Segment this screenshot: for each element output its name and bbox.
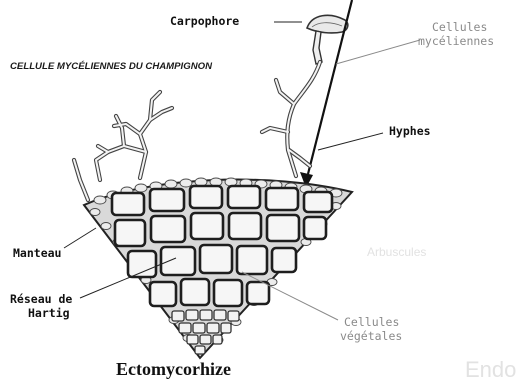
inner-small-cells: [172, 310, 239, 354]
label-reseau-line2: Hartig: [28, 306, 70, 320]
label-cellules-vegetales-line1: Cellules: [344, 315, 399, 329]
label-carpophore: Carpophore: [170, 14, 239, 28]
label-cellule-champignon: CELLULE MYCÉLIENNES DU CHAMPIGNON: [10, 61, 213, 72]
root-section: [84, 178, 352, 358]
endo-ghost-title: Endo: [465, 357, 516, 379]
label-cellules-myceliennes-line1: Cellules: [432, 20, 487, 34]
label-cellules-vegetales-line2: végétales: [340, 329, 402, 343]
label-cellules-myceliennes-line2: mycéliennes: [418, 34, 494, 48]
label-reseau-line1: Réseau de: [10, 292, 72, 306]
diagram-title: Ectomycorhize: [116, 359, 231, 379]
label-manteau: Manteau: [13, 246, 61, 260]
label-hyphes: Hyphes: [389, 124, 431, 138]
arbuscules-ghost-label: Arbuscules: [367, 245, 426, 259]
